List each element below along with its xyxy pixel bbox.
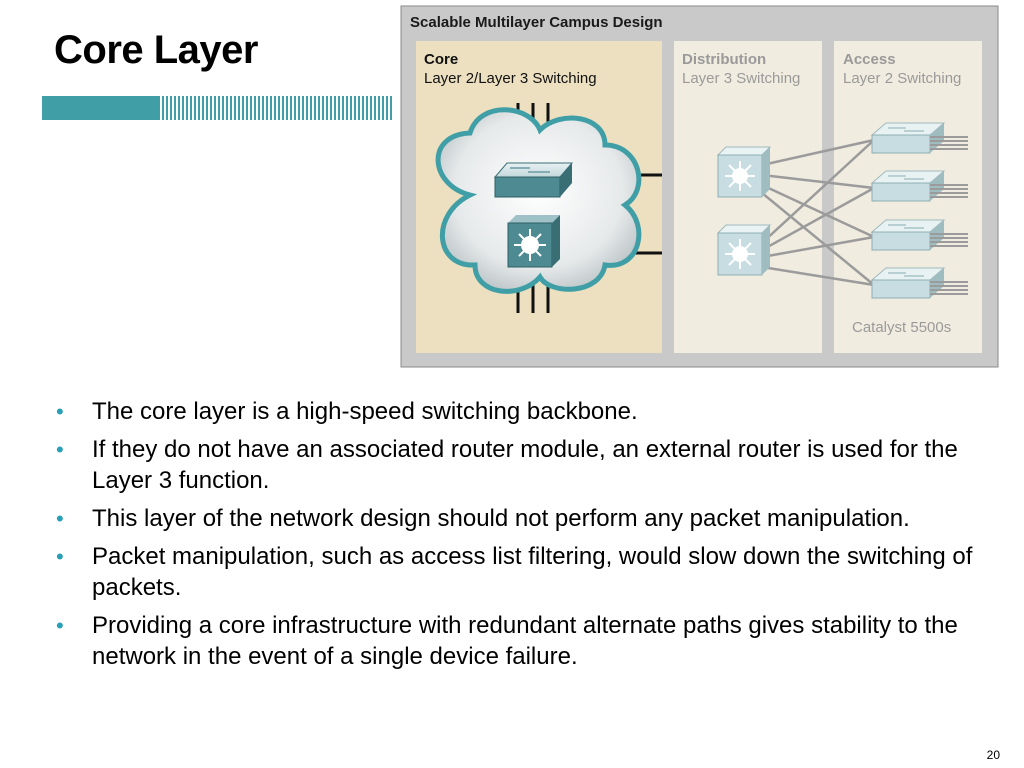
access-subheading: Layer 2 Switching xyxy=(843,70,961,87)
bullet-marker: • xyxy=(56,544,64,569)
core-switch-icon xyxy=(493,162,574,198)
page-number: 20 xyxy=(986,748,1000,762)
bullet-item: • If they do not have an associated route… xyxy=(54,434,984,496)
distribution-multilayer-switch-icon xyxy=(716,224,772,276)
bullet-marker: • xyxy=(56,613,64,638)
access-switch-icon xyxy=(870,170,968,202)
cloud-icon xyxy=(435,107,642,294)
access-switch-icon xyxy=(870,219,968,251)
bullet-text: Packet manipulation, such as access list… xyxy=(92,543,973,601)
bullet-marker: • xyxy=(56,437,64,462)
core-heading: Core xyxy=(424,51,458,68)
distribution-subheading: Layer 3 Switching xyxy=(682,70,800,87)
access-heading: Access xyxy=(843,51,896,68)
slide-title: Core Layer xyxy=(54,28,258,72)
figure-title: Scalable Multilayer Campus Design xyxy=(410,14,663,31)
bullet-marker: • xyxy=(56,506,64,531)
bullet-text: If they do not have an associated router… xyxy=(92,436,958,494)
access-switch-icon xyxy=(870,122,968,154)
core-multilayer-switch-icon xyxy=(507,215,560,268)
bullet-list: • The core layer is a high-speed switchin… xyxy=(54,396,984,679)
access-switch-icon xyxy=(870,267,968,299)
bullet-text: This layer of the network design should … xyxy=(92,505,910,532)
campus-design-figure: Scalable Multilayer Campus Design Core L… xyxy=(400,5,999,368)
core-subheading: Layer 2/Layer 3 Switching xyxy=(424,70,597,87)
bullet-item: • Packet manipulation, such as access lis… xyxy=(54,541,984,603)
bullet-item: • The core layer is a high-speed switchin… xyxy=(54,396,984,427)
distribution-heading: Distribution xyxy=(682,51,766,68)
bullet-text: Providing a core infrastructure with red… xyxy=(92,612,958,670)
access-switches xyxy=(870,122,968,299)
bullet-marker: • xyxy=(56,399,64,424)
access-device-label: Catalyst 5500s xyxy=(852,319,951,336)
bullet-text: The core layer is a high-speed switching… xyxy=(92,398,638,425)
bullet-item: • Providing a core infrastructure with re… xyxy=(54,610,984,672)
title-decoration-bar xyxy=(42,96,392,120)
bullet-item: • This layer of the network design should… xyxy=(54,503,984,534)
distribution-multilayer-switch-icon xyxy=(716,146,772,198)
mesh-links xyxy=(761,138,875,287)
